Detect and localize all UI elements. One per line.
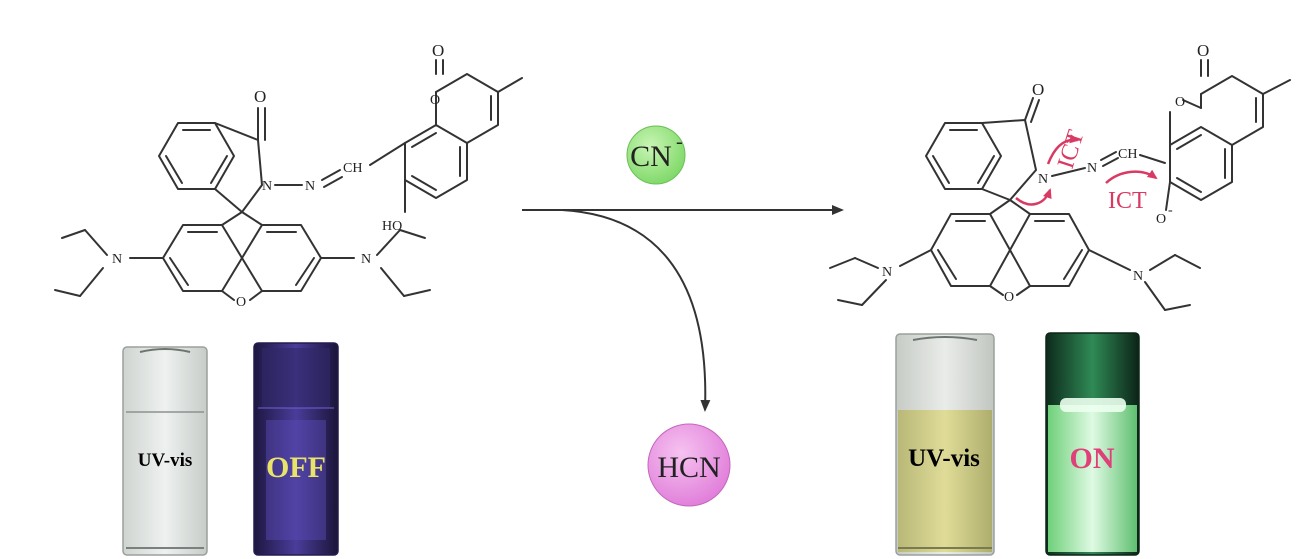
vial-caption-on: ON xyxy=(1070,442,1115,475)
ict-arrow-lower xyxy=(1015,188,1052,206)
reaction-arrows xyxy=(522,205,844,412)
left-ring-o: O xyxy=(236,295,246,310)
cyanide-badge: CN - xyxy=(626,125,686,185)
right-lactone-carbonyl-o: O xyxy=(1197,41,1209,60)
byproduct-curve-arrow xyxy=(561,209,711,412)
ict-annotations: ICT ICT xyxy=(1015,127,1158,214)
right-carbonyl-o: O xyxy=(1032,80,1044,99)
left-molecule xyxy=(54,59,523,301)
left-n-left: N xyxy=(112,252,122,267)
vial-on: ON xyxy=(1045,332,1140,556)
right-lactone-ring-o: O xyxy=(1175,95,1185,110)
left-lactone-ring-o: O xyxy=(430,93,440,108)
left-atom-labels: O N N CH O N N HO O O xyxy=(112,41,444,310)
right-n1: N xyxy=(1038,172,1048,187)
right-o-minus: O xyxy=(1156,212,1166,227)
right-o-minus-charge: - xyxy=(1168,203,1173,218)
vial-caption-uvvis-after: UV-vis xyxy=(908,445,980,472)
vial-off: OFF xyxy=(253,342,339,556)
right-ring-o: O xyxy=(1004,290,1014,305)
right-n-left: N xyxy=(882,265,892,280)
left-lactone-carbonyl-o: O xyxy=(432,41,444,60)
left-n1: N xyxy=(262,179,272,194)
vial-caption-uvvis-before: UV-vis xyxy=(138,450,193,471)
left-oh: HO xyxy=(382,219,402,234)
ict-arrow-right xyxy=(1105,169,1158,184)
right-n-right: N xyxy=(1133,269,1143,284)
vial-uvvis-after: UV-vis xyxy=(895,333,995,556)
ict-label-lower: ICT xyxy=(1108,188,1147,214)
left-n2: N xyxy=(305,179,315,194)
ict-arrow-upper xyxy=(1046,134,1080,165)
hcn-badge: HCN xyxy=(647,423,731,507)
right-atom-labels: O O O N N CH O N N O - xyxy=(882,41,1209,305)
vial-caption-off: OFF xyxy=(266,451,326,484)
right-ch: CH xyxy=(1118,147,1137,162)
left-carbonyl-o: O xyxy=(254,87,266,106)
vial-uvvis-before: UV-vis xyxy=(122,346,208,556)
right-n2: N xyxy=(1087,161,1097,176)
cyanide-label: CN xyxy=(630,140,672,173)
left-benzo-ring xyxy=(158,122,235,190)
left-ch: CH xyxy=(343,161,362,176)
right-molecule xyxy=(829,59,1291,311)
cyanide-charge: - xyxy=(676,131,683,153)
ict-label-upper: ICT xyxy=(1053,127,1090,172)
left-n-right: N xyxy=(361,252,371,267)
hcn-label: HCN xyxy=(657,451,720,484)
